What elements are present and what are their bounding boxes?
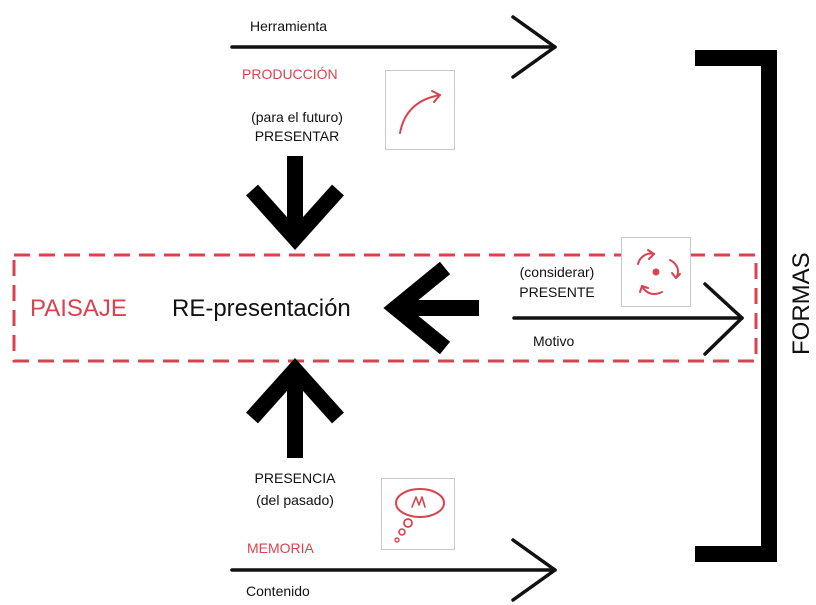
landscape-label: PAISAJE [30, 295, 127, 322]
formas-label: FORMAS [788, 252, 815, 355]
down-thick-arrow [246, 156, 344, 250]
bottom-line-1: PRESENCIA [254, 470, 336, 486]
right-arrow-label: Motivo [533, 333, 575, 349]
right-motive-arrow [512, 282, 744, 356]
up-thick-arrow [246, 358, 344, 458]
top-tool-arrow [230, 15, 557, 79]
formas-bracket [695, 50, 777, 562]
present-icon-box [621, 237, 691, 307]
right-line-2: PRESENTE [519, 284, 595, 300]
top-line-1: (para el futuro) [251, 109, 343, 125]
left-thick-arrow [383, 261, 479, 355]
cycle-arrows-icon [637, 249, 681, 295]
production-icon-box [385, 70, 455, 150]
bottom-arrow-label: Contenido [246, 583, 310, 599]
curved-arrow-icon [399, 90, 441, 134]
production-heading: PRODUCCIÓN [242, 66, 338, 82]
memory-icon-box [381, 478, 455, 550]
bottom-content-arrow [230, 538, 557, 602]
right-line-1: (considerar) [519, 264, 595, 280]
memory-heading: MEMORIA [247, 540, 314, 556]
representation-label: RE-presentación [172, 295, 351, 322]
top-line-2: PRESENTAR [254, 128, 340, 144]
thought-bubble-icon [394, 488, 445, 543]
top-arrow-label: Herramienta [250, 18, 328, 34]
bottom-line-2: (del pasado) [256, 492, 334, 508]
